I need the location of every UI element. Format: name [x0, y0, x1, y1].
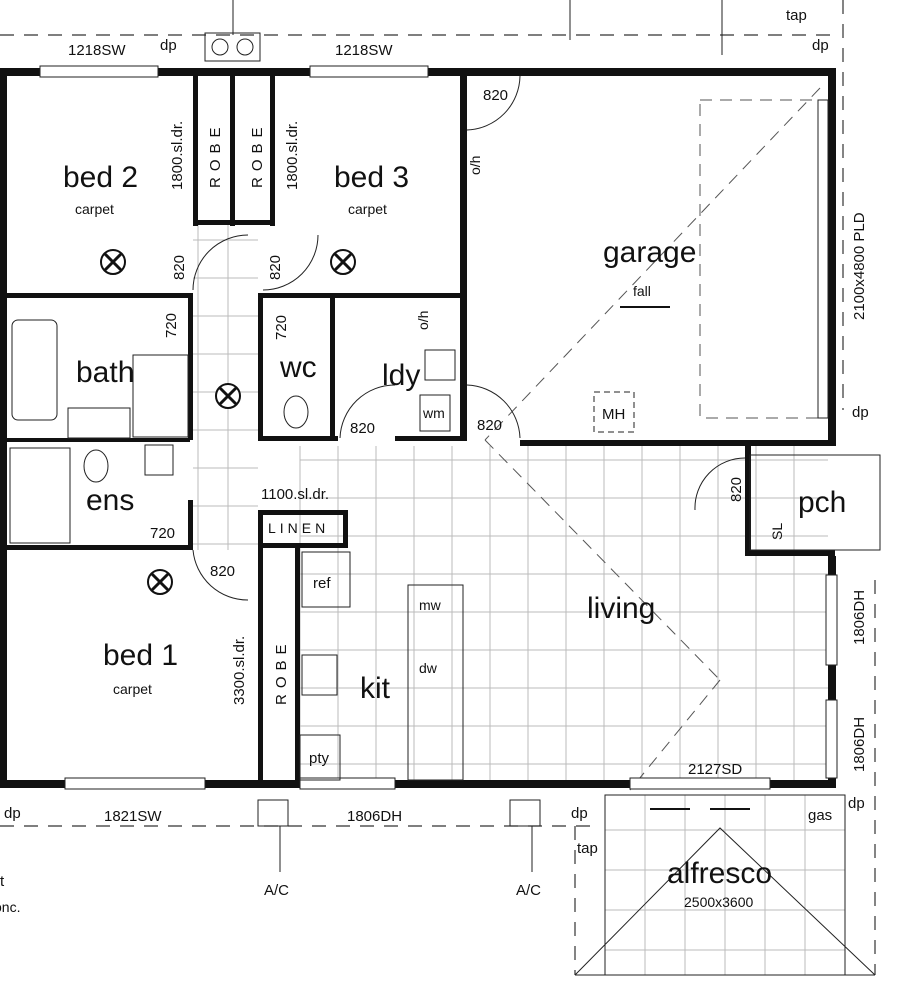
downpipe-label: dp	[812, 37, 829, 54]
ceiling-light-icon	[330, 249, 356, 275]
downpipe-label: dp	[571, 805, 588, 822]
room-name-bed3: bed 3	[334, 161, 409, 194]
sliding-door-label: 2127SD	[688, 761, 742, 778]
roof-lines	[484, 87, 821, 791]
sidelight-label: SL	[769, 523, 785, 540]
door-swing	[192, 234, 249, 291]
garage-door-label: 2100x4800 PLD	[851, 212, 868, 320]
alfresco-size: 2500x3600	[684, 894, 754, 910]
door-swing	[466, 75, 521, 131]
sliding-door-label: 1800.sl.dr.	[169, 121, 186, 190]
window-label: 1806DH	[851, 717, 868, 772]
sliding-door-label: 1100.sl.dr.	[261, 486, 329, 503]
washing-machine-label: wm	[422, 405, 445, 421]
door-width-label: 820	[171, 255, 188, 280]
door-width-label: 820	[477, 417, 502, 434]
porch-slab	[749, 454, 881, 551]
room-name-laundry: ldy	[382, 359, 420, 392]
gas-label: gas	[808, 807, 832, 824]
floor-finish-bed1: carpet	[113, 681, 152, 697]
toilet	[83, 449, 109, 483]
ceiling-light-icon	[215, 383, 241, 409]
manhole-label: MH	[602, 406, 625, 423]
room-name-bath: bath	[76, 356, 134, 389]
room-name-living: living	[587, 592, 655, 625]
microwave-label: mw	[419, 597, 442, 613]
pantry	[299, 734, 341, 781]
tap-label: tap	[577, 840, 598, 857]
air-conditioner-label: A/C	[264, 882, 289, 899]
ceiling-lights	[100, 249, 356, 595]
room-name-bed1: bed 1	[103, 639, 178, 672]
door-width-label: 820	[483, 87, 508, 104]
door-width-label: 720	[150, 525, 175, 542]
manhole	[593, 391, 635, 433]
room-name-bed2: bed 2	[63, 161, 138, 194]
laundry-tub	[424, 349, 456, 381]
door-width-label: 820	[267, 255, 284, 280]
door-swing	[466, 384, 521, 439]
downpipe-label: dp	[852, 404, 869, 421]
washing-machine	[419, 394, 451, 432]
room-name-kitchen: kit	[360, 672, 391, 705]
air-conditioner-label: A/C	[516, 882, 541, 899]
robe-label: ROBE	[207, 121, 224, 188]
room-name-garage: garage	[603, 236, 696, 269]
downpipe-label: dp	[4, 805, 21, 822]
sliding-door-label: 3300.sl.dr.	[231, 636, 248, 705]
door-swing	[339, 384, 396, 439]
overhead-cupboard-label: o/h	[467, 156, 483, 175]
fridge	[301, 551, 351, 608]
sliding-door-label: 1800.sl.dr.	[284, 121, 301, 190]
cooktop	[301, 654, 338, 696]
door-width-label: 820	[210, 563, 235, 580]
alfresco-slab	[604, 794, 846, 976]
ceiling-light-icon	[100, 249, 126, 275]
bathtub	[11, 319, 58, 421]
walls	[0, 32, 838, 872]
room-name-porch: pch	[798, 486, 846, 519]
vanity	[67, 407, 131, 439]
floor-finish-bed2: carpet	[75, 201, 114, 217]
kitchen-island	[407, 584, 464, 781]
fixtures	[9, 75, 881, 976]
fridge-label: ref	[313, 575, 331, 592]
downpipe-label: dp	[160, 37, 177, 54]
overhead-cupboard-label: o/h	[415, 311, 431, 330]
toilet	[283, 395, 309, 429]
linen-label: LINEN	[268, 520, 329, 536]
basin	[144, 444, 174, 476]
robe-label: ROBE	[249, 121, 266, 188]
cut-off-text: onc.	[0, 899, 20, 915]
fall-label: fall	[633, 283, 651, 299]
labels: 1218SW dp 1218SW tap dp 820 o/h garage f…	[0, 7, 869, 915]
door-swing	[262, 234, 319, 291]
robe-label: ROBE	[273, 638, 290, 705]
tap-label: tap	[786, 7, 807, 24]
door-swing	[192, 549, 249, 601]
door-width-label: 820	[350, 420, 375, 437]
room-name-wc: wc	[279, 351, 317, 384]
window-label: 1806DH	[851, 590, 868, 645]
downpipe-label: dp	[848, 795, 865, 812]
room-name-ensuite: ens	[86, 484, 134, 517]
door-width-label: 720	[163, 313, 180, 338]
ceiling-light-icon	[147, 569, 173, 595]
floor-finish-bed3: carpet	[348, 201, 387, 217]
window-label: 1218SW	[335, 42, 393, 59]
dishwasher-label: dw	[419, 660, 438, 676]
door-swing	[694, 457, 746, 511]
window-label: 1218SW	[68, 42, 126, 59]
window-label: 1821SW	[104, 808, 162, 825]
room-name-alfresco: alfresco	[667, 857, 772, 890]
door-width-label: 820	[728, 477, 745, 502]
shower	[132, 354, 189, 438]
pantry-label: pty	[309, 750, 330, 767]
ensuite-shower	[9, 447, 71, 544]
cut-off-text: t	[0, 873, 5, 890]
door-width-label: 720	[273, 315, 290, 340]
window-label: 1806DH	[347, 808, 402, 825]
